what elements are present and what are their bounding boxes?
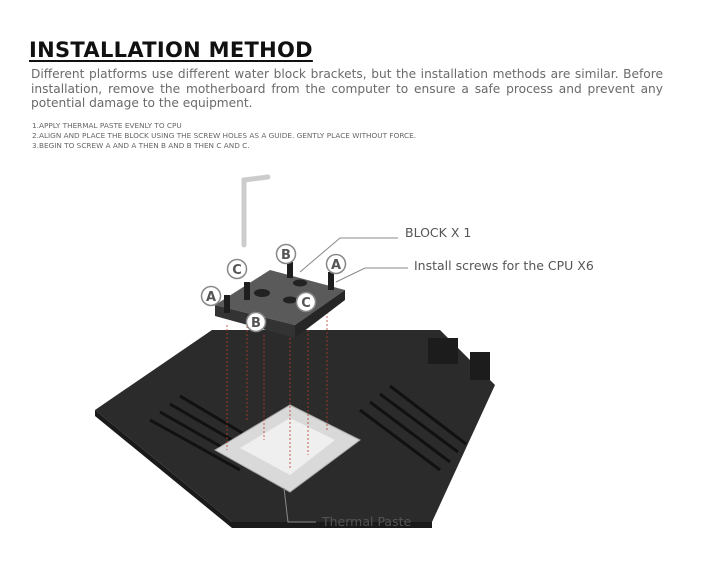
callout-block: BLOCK X 1 [405, 225, 471, 240]
steps-list: 1.APPLY THERMAL PASTE EVENLY TO CPU 2.AL… [32, 121, 416, 152]
intro-paragraph: Different platforms use different water … [31, 67, 663, 111]
svg-text:C: C [232, 263, 242, 278]
step-item: 2.ALIGN AND PLACE THE BLOCK USING THE SC… [32, 131, 417, 141]
screw-label-a: A [200, 285, 222, 307]
callout-line-block [299, 237, 398, 273]
svg-text:B: B [251, 316, 261, 331]
alignment-guides [226, 300, 328, 470]
step-item: 3.BEGIN TO SCREW A AND A THEN B AND B TH… [32, 141, 250, 151]
step-item: 1.APPLY THERMAL PASTE EVENLY TO CPU [32, 121, 182, 130]
screw-label-a: A [325, 253, 347, 275]
screw-label-c: C [226, 258, 248, 280]
water-block [215, 270, 345, 325]
allen-key-icon [241, 174, 271, 248]
page-title: INSTALLATION METHOD [29, 38, 313, 62]
vrm-block [428, 338, 458, 364]
screws [224, 262, 334, 313]
callout-paste: Thermal Paste [321, 514, 412, 529]
screw-label-b: B [275, 243, 297, 265]
vrm-block [470, 352, 490, 380]
water-block-side [295, 290, 345, 338]
svg-text:B: B [281, 248, 291, 263]
port [254, 289, 270, 297]
motherboard-edge [95, 410, 232, 528]
svg-text:A: A [331, 258, 341, 273]
screw-label-b: B [245, 311, 267, 333]
callout-line-screws [335, 267, 408, 283]
screw-label-c: C [295, 291, 317, 313]
callout-screws: Install screws for the CPU X6 [414, 258, 594, 273]
thermal-paste [240, 418, 335, 475]
svg-text:C: C [301, 296, 311, 311]
port [283, 296, 297, 304]
svg-text:A: A [206, 290, 216, 305]
motherboard-edge [232, 522, 432, 528]
callout-line-paste [283, 487, 316, 523]
port [293, 279, 307, 287]
